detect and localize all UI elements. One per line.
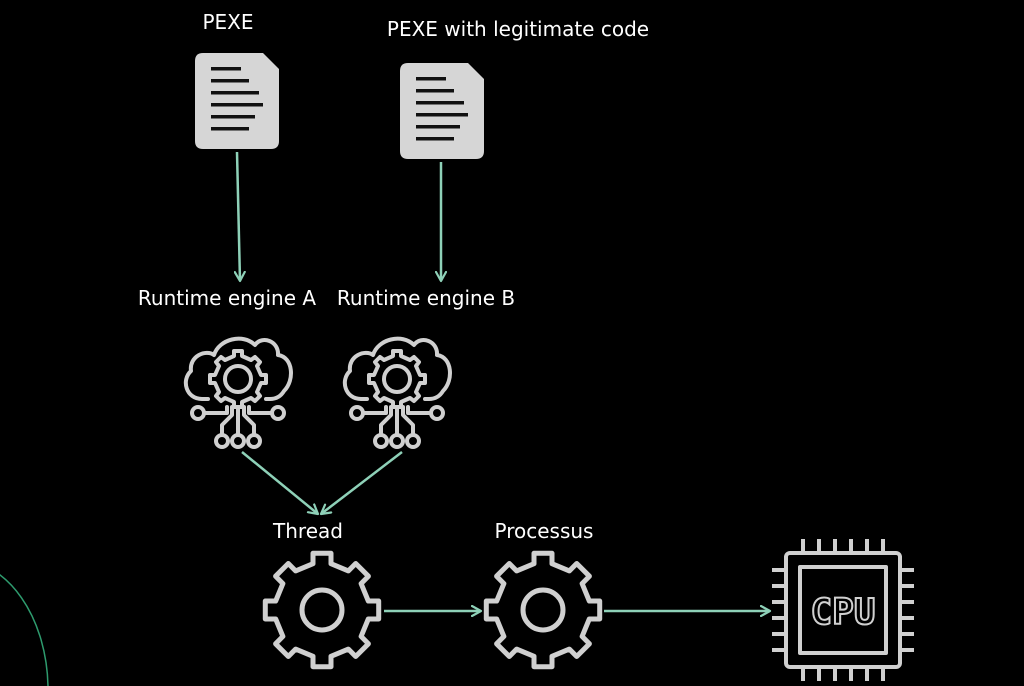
cpu-label: CPU [810, 592, 875, 633]
gear-icon [486, 553, 599, 666]
edge-engine-b-to-thread [321, 451, 403, 514]
engine-b-label: Runtime engine B [337, 286, 515, 310]
edge-engine-a-to-thread [241, 451, 318, 514]
decorative-arc [0, 574, 49, 686]
document-icon [400, 63, 484, 159]
node-pexe-legit: PEXE with legitimate code [387, 17, 649, 159]
node-thread: Thread [265, 519, 378, 667]
node-processus: Processus [486, 519, 599, 667]
gear-icon [265, 553, 378, 666]
processus-label: Processus [495, 519, 594, 543]
thread-label: Thread [272, 519, 343, 543]
node-pexe: PEXE [195, 10, 279, 149]
cloud-gear-circuit-icon [183, 336, 293, 449]
node-engine-b: Runtime engine B [337, 286, 515, 449]
pexe-label: PEXE [202, 10, 253, 34]
pexe-legit-label: PEXE with legitimate code [387, 17, 649, 41]
node-engine-a: Runtime engine A [138, 286, 316, 449]
document-icon [195, 53, 279, 149]
cloud-gear-circuit-icon [342, 336, 452, 449]
edge-pexe-to-engine-a [237, 151, 240, 281]
node-cpu: CPU [770, 537, 916, 683]
engine-a-label: Runtime engine A [138, 286, 316, 310]
